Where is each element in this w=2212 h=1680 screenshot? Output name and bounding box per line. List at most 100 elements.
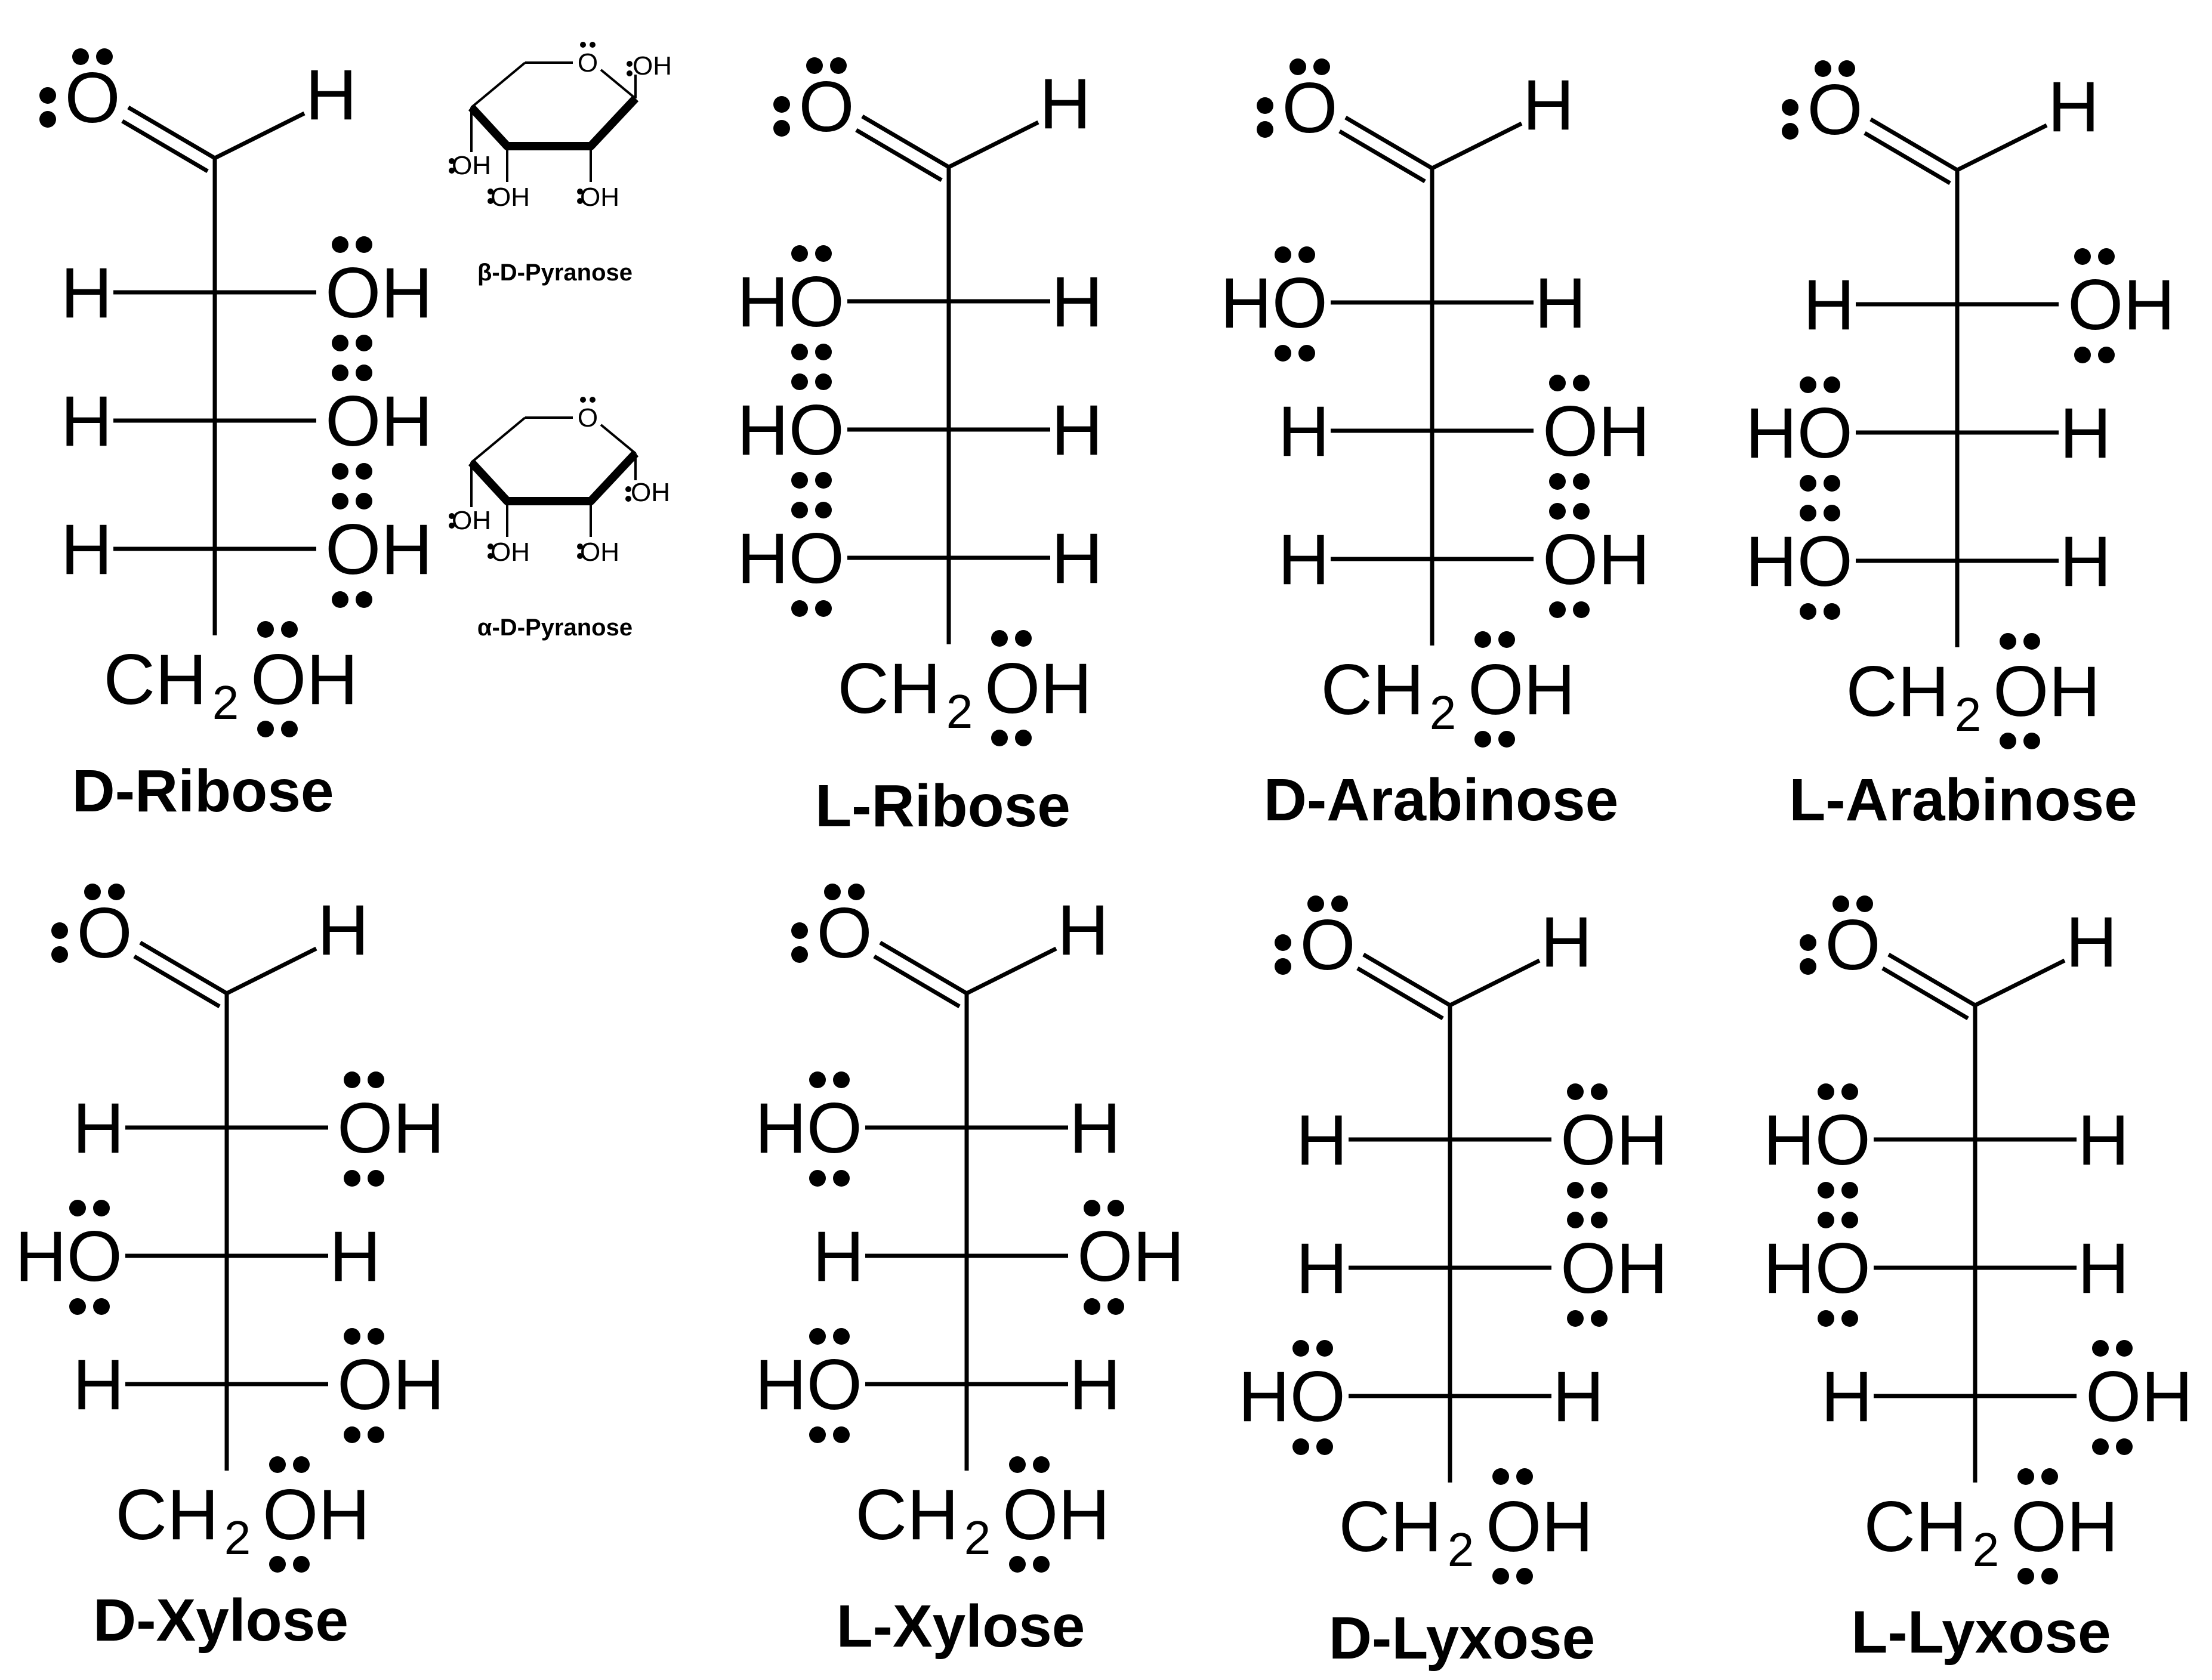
carbonyl-double-bond (1869, 117, 1958, 172)
lone-pair-dot (1275, 934, 1291, 951)
aldehyde-hydrogen: H (1541, 902, 1593, 982)
hydrogen-label: H (1051, 518, 1103, 598)
lone-pair-dot (1856, 895, 1873, 912)
lone-pair-dot (96, 48, 113, 65)
lone-pair-dot (1567, 1310, 1584, 1327)
lone-pair-dot (368, 1071, 384, 1088)
hydroxyl-label: HO (737, 390, 844, 470)
anomeric-hydroxyl: OH (633, 51, 672, 81)
lone-pair-dot (1033, 1456, 1050, 1473)
lone-pair-dot (1815, 60, 1831, 77)
carbonyl-double-bond (127, 105, 216, 160)
carbonyl-oxygen: O (1300, 905, 1355, 985)
lone-pair-dot (1549, 503, 1566, 520)
lone-pair (1818, 1310, 1858, 1327)
lone-pair-dot (1316, 1438, 1333, 1455)
lone-pair-dot (815, 373, 832, 390)
lone-pair-dot (1516, 1568, 1533, 1585)
lone-pair-dot (356, 493, 372, 509)
ring-bond (600, 424, 637, 455)
lone-pair (2092, 1438, 2133, 1455)
lone-pair-dot (269, 1556, 286, 1573)
lone-pair-dot (1841, 1083, 1858, 1100)
ring-hydroxyl: OH (490, 538, 530, 567)
hydroxyl-label: OH (337, 1345, 445, 1425)
lone-pair-dot (1841, 1310, 1858, 1327)
lone-pair-dot (580, 42, 586, 48)
pyranose-name: β-D-Pyranose (477, 260, 633, 286)
hydroxyl-label: HO (737, 518, 844, 598)
hydroxyl-label: OH (2068, 265, 2175, 345)
lone-pair (332, 335, 372, 351)
lone-pair-dot (1107, 1298, 1124, 1315)
lone-pair-dot (815, 344, 832, 360)
lone-pair (806, 57, 847, 74)
lone-pair-dot (2098, 248, 2115, 265)
lone-pair-dot (809, 1170, 826, 1187)
lone-pair (791, 245, 832, 262)
lone-pair-dot (332, 463, 348, 480)
lone-pair-dot (449, 158, 455, 164)
lone-pair-dot (1818, 1182, 1834, 1199)
lone-pair-dot (1800, 934, 1816, 951)
lone-pair (1818, 1182, 1858, 1199)
lone-pair-dot (1033, 1556, 1050, 1573)
lone-pair-dot (2041, 1468, 2058, 1485)
hydroxyl-label: OH (1542, 391, 1650, 471)
lone-pair (991, 630, 1032, 647)
lone-pair (2074, 347, 2115, 363)
hydrogen-label: H (2060, 393, 2112, 473)
lone-pair-dot (1591, 1182, 1608, 1199)
lone-pair-dot (2074, 248, 2091, 265)
lone-pair-dot (815, 472, 832, 489)
lone-pair-dot (332, 335, 348, 351)
aldehyde-h-bond (965, 946, 1057, 996)
carbonyl-oxygen: O (1807, 70, 1862, 150)
hydroxyl-label: HO (1220, 263, 1328, 343)
lone-pair-dot (1516, 1468, 1533, 1485)
hydroxymethyl-subscript: 2 (1955, 688, 1982, 741)
lone-pair-dot (1591, 1310, 1608, 1327)
ring-oxygen: O (578, 403, 598, 433)
lone-pair-dot (1292, 1438, 1309, 1455)
lone-pair-dot (806, 57, 823, 74)
lone-pair-dot (1498, 631, 1515, 648)
lone-pair (2017, 1568, 2058, 1585)
lone-pair-dot (1824, 475, 1840, 492)
lone-pair-dot (815, 600, 832, 617)
hydroxyl-label: OH (325, 253, 433, 333)
lone-pair (84, 884, 125, 900)
hydroxyl-label: OH (1560, 1228, 1668, 1308)
aldehyde-hydrogen: H (2048, 67, 2100, 147)
ring-bond (600, 69, 637, 100)
lone-pair-dot (1841, 1182, 1858, 1199)
lone-pair-dot (1474, 631, 1491, 648)
lone-pair-dot (449, 523, 455, 529)
lone-pair (72, 48, 113, 65)
carbonyl-double-bond (879, 940, 968, 996)
lone-pair (791, 502, 832, 518)
hydrogen-label: H (1069, 1088, 1121, 1168)
lone-pair (1009, 1556, 1050, 1573)
ring-front-edge (468, 95, 639, 150)
lone-pair-dot (809, 1426, 826, 1443)
lone-pair (1275, 345, 1315, 362)
lone-pair (773, 96, 790, 137)
lone-pair-dot (1549, 473, 1566, 490)
hydroxymethyl-subscript: 2 (964, 1511, 991, 1564)
lone-pair (1818, 1083, 1858, 1100)
lone-pair-dot (791, 946, 808, 963)
lone-pair-dot (1573, 375, 1590, 391)
lone-pair (791, 922, 808, 963)
lone-pair-dot (577, 553, 583, 559)
